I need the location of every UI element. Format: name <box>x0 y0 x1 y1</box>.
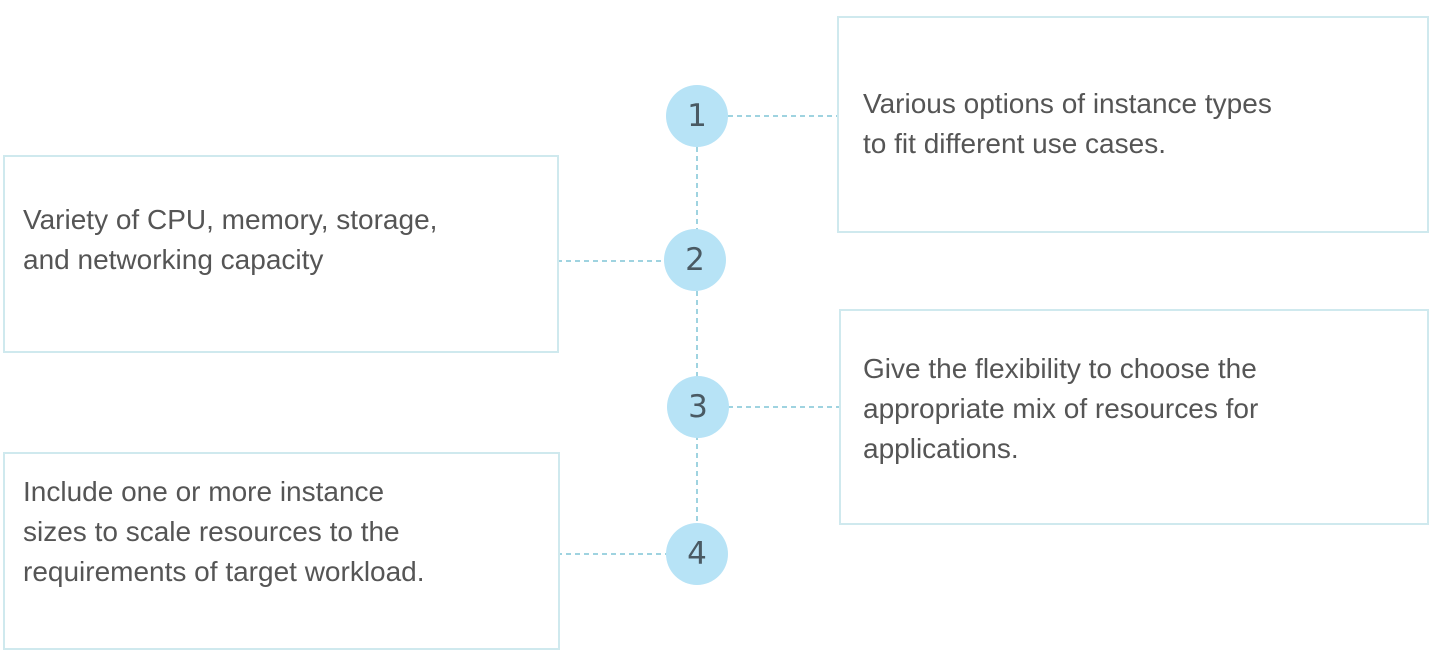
step-1-text: Various options of instance types to fit… <box>863 88 1272 159</box>
step-3-box <box>839 309 1429 525</box>
step-1-node: 1 <box>666 85 728 147</box>
step-1-box <box>837 16 1429 233</box>
step-2-box <box>3 155 559 353</box>
step-4-box <box>3 452 560 650</box>
step-4-node: 4 <box>666 523 728 585</box>
step-2-node: 2 <box>664 229 726 291</box>
step-4-text: Include one or more instance sizes to sc… <box>23 476 425 587</box>
step-2-text: Variety of CPU, memory, storage, and net… <box>23 204 438 275</box>
step-3-text: Give the flexibility to choose the appro… <box>863 353 1259 464</box>
step-3-node: 3 <box>667 376 729 438</box>
